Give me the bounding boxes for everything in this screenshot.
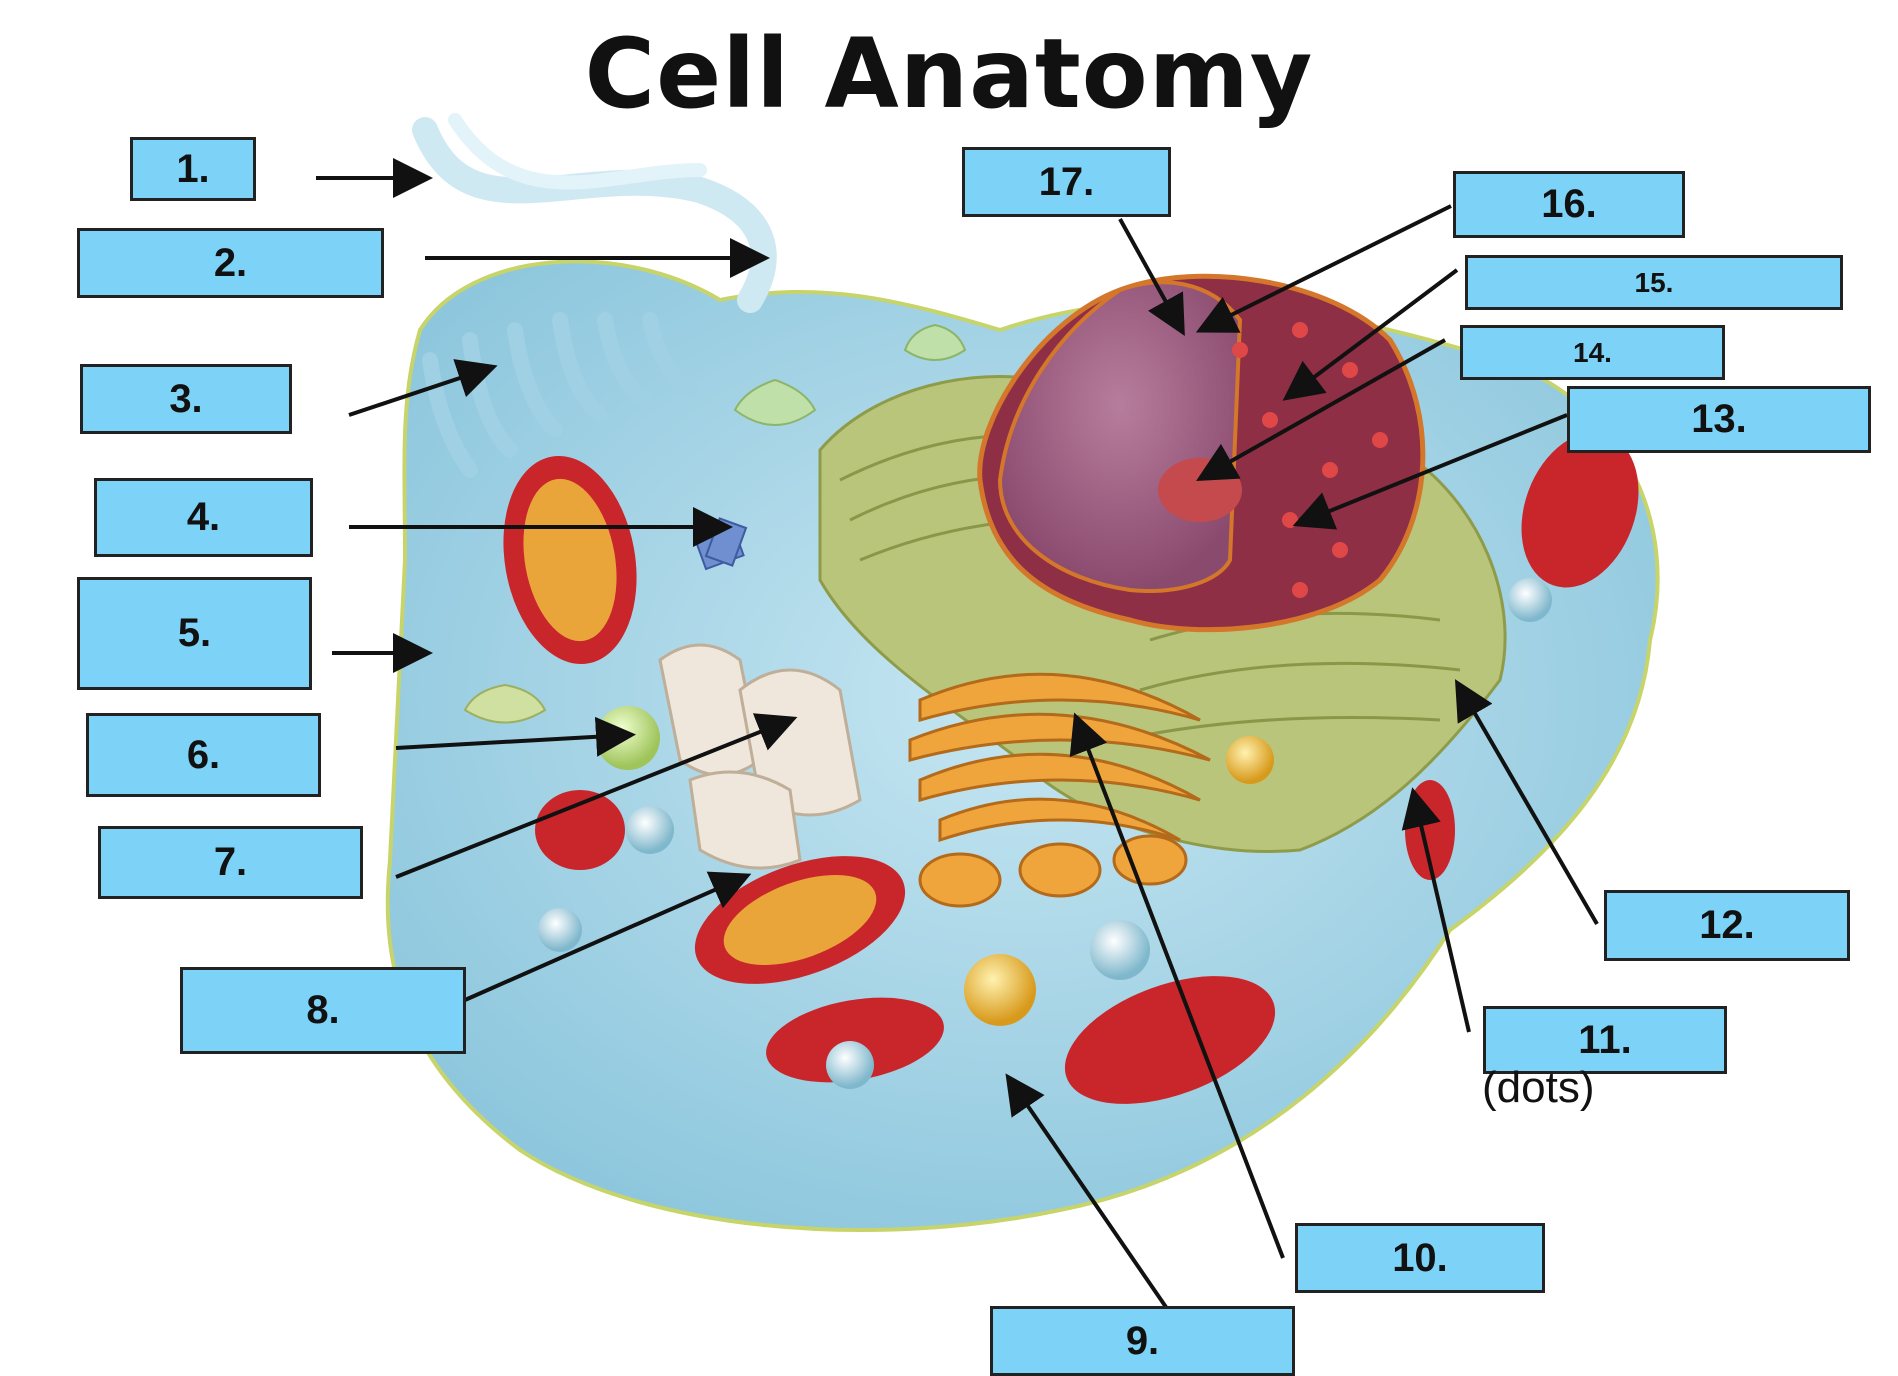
arrow-3 [348,359,498,417]
mitochondria [503,432,1639,1104]
arrow-17 [1118,218,1185,336]
label-box-7: 7. [98,826,363,899]
arrow-15 [1282,268,1459,401]
label-box-15: 15. [1465,255,1843,310]
label-box-11: 11. [1483,1006,1727,1074]
golgi-apparatus [908,672,1211,908]
label-box-3: 3. [80,364,292,434]
nuclear-pores [1232,322,1388,598]
arrow-10 [1069,712,1285,1259]
arrow-6 [395,716,636,757]
arrow-7 [395,713,798,879]
label-box-12: 12. [1604,890,1850,961]
label-box-14: 14. [1460,325,1725,380]
label-box-13: 13. [1567,386,1871,453]
arrow-14 [1196,338,1446,481]
label-box-5: 5. [77,577,312,690]
label-box-1: 1. [130,137,256,201]
smooth-er [658,643,862,870]
cilium [448,113,707,190]
arrow-12 [1454,679,1599,926]
page-title: Cell Anatomy [584,18,1314,130]
arrow-9 [1005,1073,1170,1312]
nucleolus [1158,458,1242,522]
label-box-10: 10. [1295,1223,1545,1293]
label-box-4: 4. [94,478,313,557]
arrow-13 [1292,413,1568,530]
arrow-16 [1195,204,1452,333]
leader-arrows [316,158,1599,1312]
label-box-16: 16. [1453,171,1685,238]
label-box-2: 2. [77,228,384,298]
arrow-11 [1401,787,1471,1033]
label-box-8: 8. [180,967,466,1054]
label-box-17: 17. [962,147,1171,217]
arrow-8 [464,871,752,1002]
label-11-note: (dots) [1482,1063,1595,1112]
label-box-6: 6. [86,713,321,797]
microvilli [422,312,698,478]
label-box-9: 9. [990,1306,1295,1376]
